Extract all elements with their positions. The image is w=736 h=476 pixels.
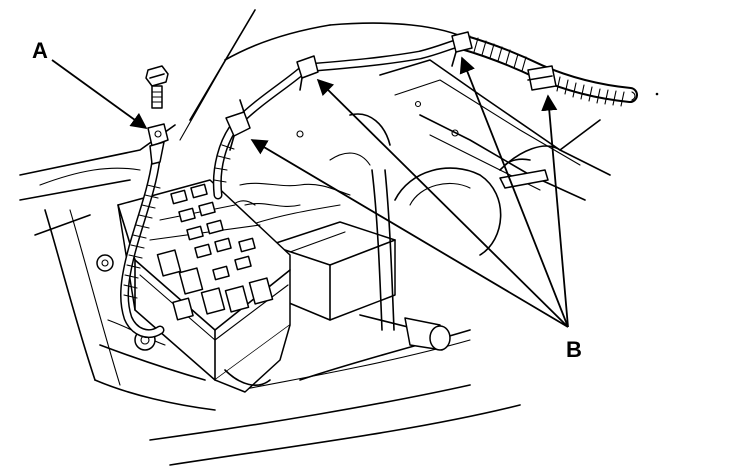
leader-b-4 xyxy=(541,94,569,328)
cable-clamps xyxy=(225,31,557,151)
leader-a xyxy=(51,59,148,129)
clamp-right xyxy=(451,31,473,67)
clamp-middle xyxy=(296,55,319,91)
leader-b-3 xyxy=(459,56,569,328)
leader-b-1 xyxy=(250,139,569,328)
clamp-left xyxy=(225,99,251,151)
engine-bay-structure xyxy=(19,9,611,466)
callout-b: B xyxy=(566,337,582,362)
leader-b-2 xyxy=(316,78,569,328)
clamp-sleeve xyxy=(527,65,557,91)
callout-a: A xyxy=(32,38,48,63)
terminal-bolt xyxy=(145,65,169,165)
leader-lines xyxy=(51,56,569,328)
fuse-grid xyxy=(156,183,274,321)
